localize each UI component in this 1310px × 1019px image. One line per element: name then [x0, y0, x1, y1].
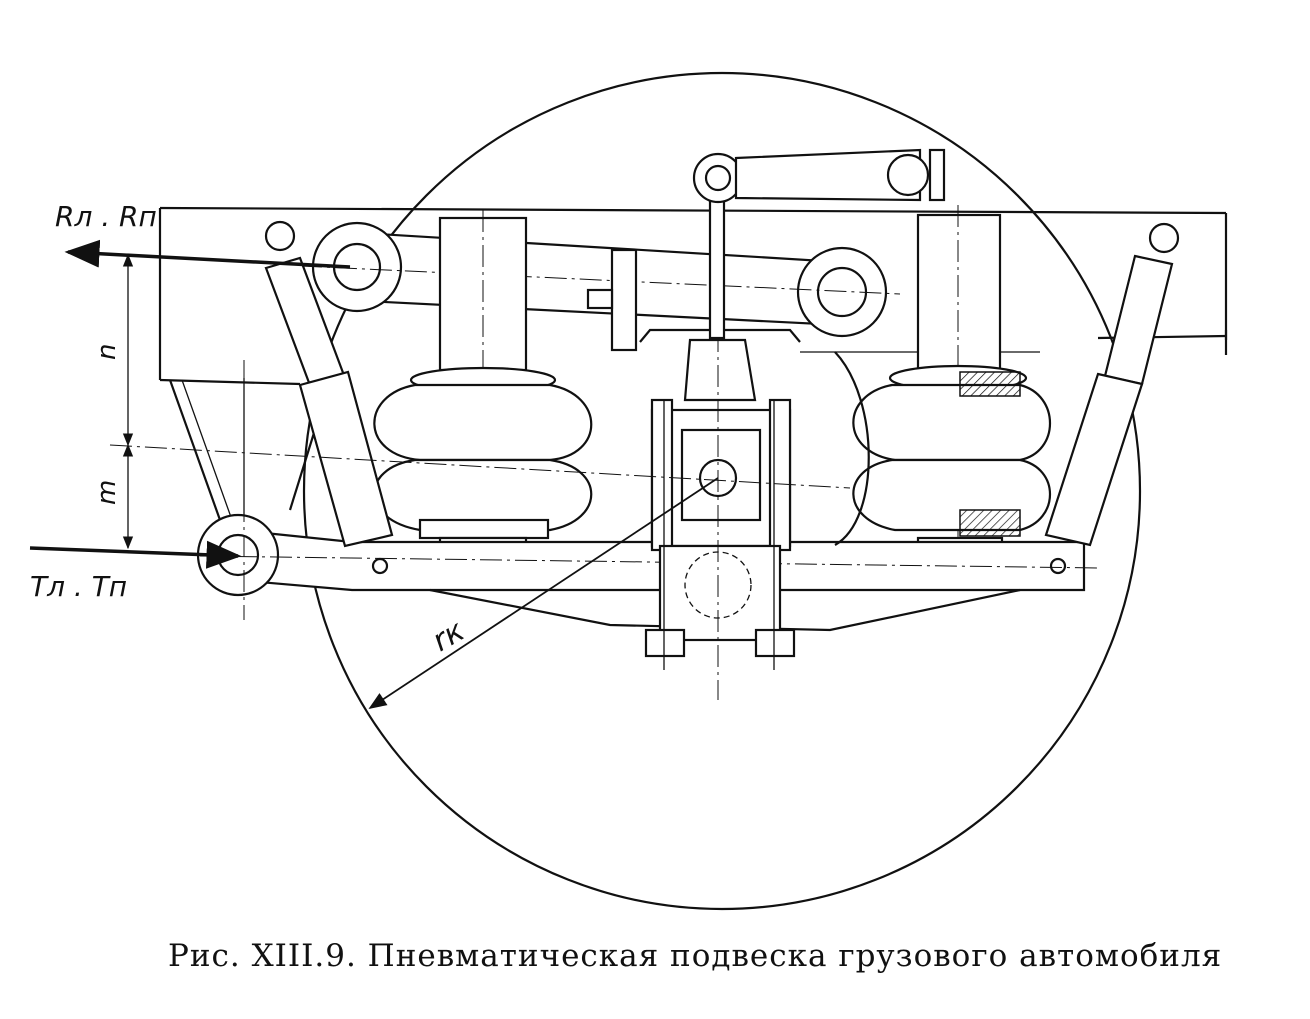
dimension-lines — [109, 253, 851, 550]
wheel-radius-label: rк — [427, 613, 471, 659]
figure-caption: Рис. XIII.9. Пневматическая подвеска гру… — [168, 938, 1223, 974]
wheel-radius-line — [368, 477, 719, 709]
left-shock-absorber — [264, 220, 394, 548]
traction-force-arrow — [29, 540, 242, 569]
right-shock-absorber — [1044, 222, 1180, 547]
dimension-m-label: m — [92, 480, 122, 505]
reaction-force-label: Rл . Rп — [55, 200, 157, 233]
reaction-force-arrow — [64, 239, 351, 269]
right-air-spring — [852, 205, 1052, 580]
dimension-n-label: n — [92, 344, 122, 360]
traction-force-label: Tл . Tп — [30, 570, 127, 603]
upper-reaction-rod — [299, 221, 901, 338]
leveling-valve-linkage — [586, 148, 946, 352]
wheel-outline — [302, 71, 1142, 911]
axle-housing — [639, 328, 870, 700]
